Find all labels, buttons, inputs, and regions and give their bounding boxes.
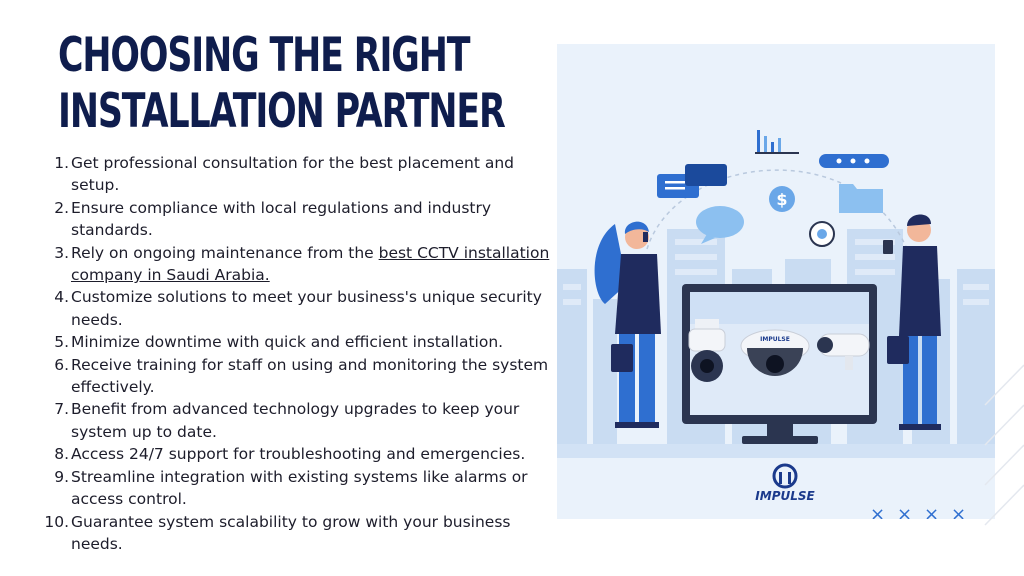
- list-item-text: Receive training for staff on using and …: [71, 355, 549, 397]
- list-item: 6.Receive training for staff on using an…: [44, 354, 550, 399]
- cctv-company-link[interactable]: best CCTV installation company in Saudi …: [71, 243, 550, 285]
- list-item-number: 3.: [54, 243, 69, 262]
- cctv-installation-illustration: $ IMPULSE: [557, 44, 995, 519]
- x-mark: ×: [924, 504, 939, 519]
- list-item-number: 10.: [44, 512, 69, 531]
- ptz-camera: [688, 319, 726, 382]
- bullet-camera: [817, 333, 870, 370]
- ground-band: [557, 444, 995, 458]
- x-mark: ×: [897, 504, 912, 519]
- list-item-number: 6.: [54, 355, 69, 374]
- camera-brand-badge: IMPULSE: [760, 336, 790, 343]
- dollar-coin-icon: $: [769, 186, 795, 212]
- list-item-number: 5.: [54, 333, 69, 352]
- list-item-text: Streamline integration with existing sys…: [71, 467, 528, 509]
- list-item: 1.Get professional consultation for the …: [44, 152, 550, 197]
- list-item: 7.Benefit from advanced technology upgra…: [44, 398, 550, 443]
- x-mark: ×: [951, 504, 966, 519]
- list-item-text: Ensure compliance with local regulations…: [71, 198, 492, 240]
- list-item-number: 7.: [54, 400, 69, 419]
- decorative-x-marks: × × × ×: [870, 504, 966, 519]
- gear-icon: [809, 221, 835, 247]
- decorative-diagonal-lines: [984, 364, 1024, 526]
- building-windows: [563, 239, 989, 305]
- list-item: 9.Streamline integration with existing s…: [44, 466, 550, 511]
- list-item: 8.Access 24/7 support for troubleshootin…: [44, 443, 550, 465]
- dollar-symbol: $: [776, 190, 787, 209]
- message-bubble-icon: [819, 154, 889, 168]
- list-item: 10.Guarantee system scalability to grow …: [44, 511, 550, 556]
- list-item-text: Minimize downtime with quick and efficie…: [71, 333, 504, 352]
- list-item: 2.Ensure compliance with local regulatio…: [44, 197, 550, 242]
- list-item-number: 9.: [54, 467, 69, 486]
- document-card-icon: [657, 164, 727, 198]
- list-item-text: Benefit from advanced technology upgrade…: [71, 400, 520, 441]
- list-item-number: 8.: [54, 445, 69, 464]
- impulse-logo: IMPULSE: [755, 463, 816, 503]
- list-item-text: Get professional consultation for the be…: [71, 154, 515, 195]
- list-item-number: 2.: [54, 198, 69, 217]
- list-item-text: Guarantee system scalability to grow wit…: [71, 512, 511, 553]
- page-title: CHOOSING THE RIGHT INSTALLATION PARTNER: [58, 28, 506, 140]
- list-item-text: Access 24/7 support for troubleshooting …: [71, 445, 526, 464]
- brand-name: IMPULSE: [755, 489, 815, 503]
- list-item: 3.Rely on ongoing maintenance from the b…: [44, 242, 550, 287]
- list-item: 5.Minimize downtime with quick and effic…: [44, 331, 550, 353]
- x-mark: ×: [870, 504, 885, 519]
- man-figure: [883, 214, 941, 430]
- woman-figure: [594, 221, 661, 428]
- page-title-line-2: INSTALLATION PARTNER: [58, 84, 506, 139]
- chat-bubble-icon: [696, 206, 744, 244]
- bar-chart-icon: [755, 130, 799, 154]
- list-item-text: Rely on ongoing maintenance from the: [71, 243, 379, 262]
- steps-list: 1.Get professional consultation for the …: [44, 152, 550, 555]
- list-item: 4.Customize solutions to meet your busin…: [44, 286, 550, 331]
- folder-icon: [839, 184, 883, 213]
- list-item-number: 1.: [54, 154, 69, 172]
- list-item-number: 4.: [54, 288, 69, 307]
- list-item-text: Customize solutions to meet your busines…: [71, 288, 542, 329]
- page-title-line-1: CHOOSING THE RIGHT: [58, 28, 470, 83]
- dome-camera: IMPULSE: [740, 329, 810, 376]
